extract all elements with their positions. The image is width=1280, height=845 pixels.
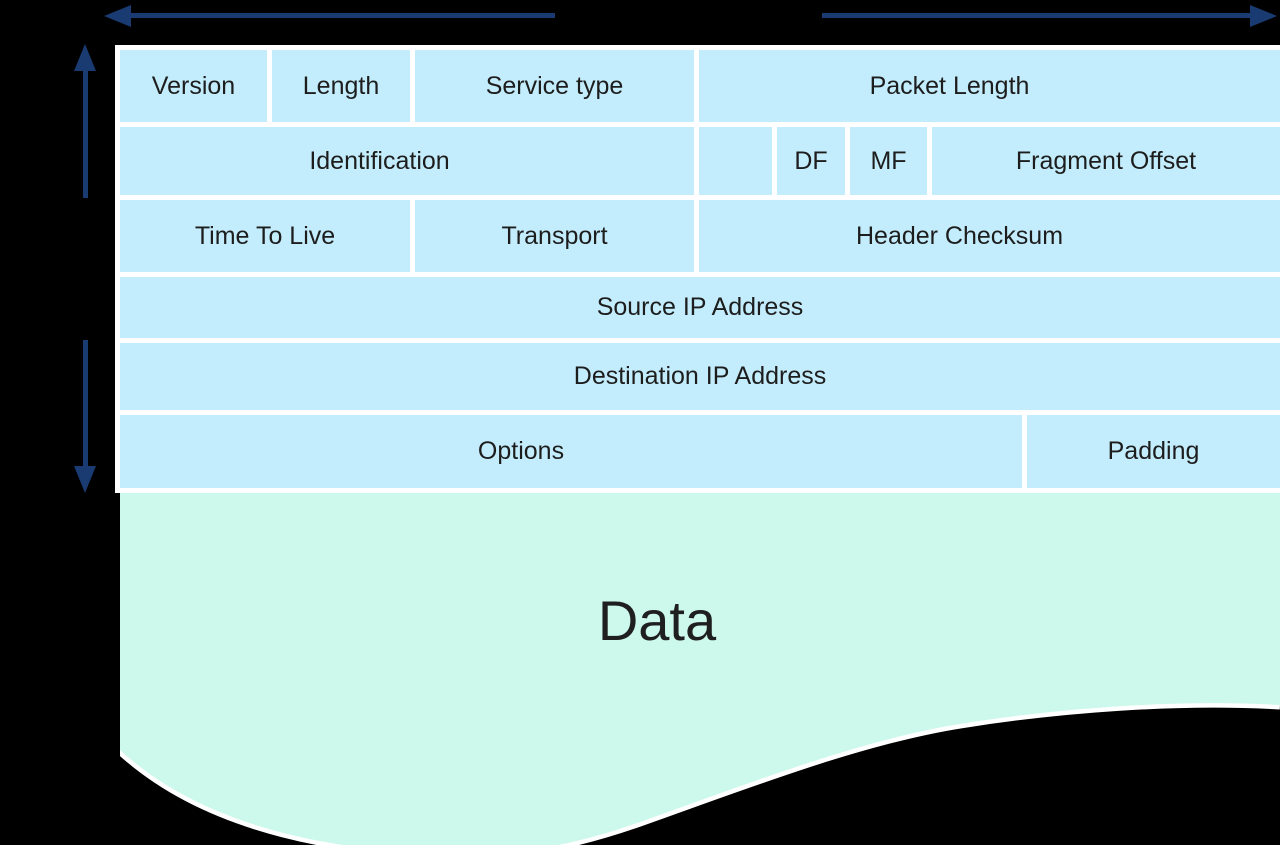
field-source-ip-address: Source IP Address [120,277,1280,338]
arrow-line [83,66,88,198]
arrow-up-icon [74,44,96,71]
field-options: Options [120,415,1022,488]
payload-fill [120,493,1280,845]
field-mf-flag: MF [850,127,927,195]
field-transport: Transport [415,200,694,272]
field-destination-ip-address: Destination IP Address [120,343,1280,410]
field-identification: Identification [120,127,694,195]
arrow-line [822,13,1252,18]
field-version: Version [120,50,267,122]
field-flags-reserved [699,127,772,195]
field-df-flag: DF [777,127,845,195]
field-length: Length [272,50,410,122]
payload-label: Data [597,589,717,652]
field-packet-length: Packet Length [699,50,1280,122]
field-header-checksum: Header Checksum [699,200,1280,272]
field-padding: Padding [1027,415,1280,488]
arrow-line [83,340,88,468]
field-fragment-offset: Fragment Offset [932,127,1280,195]
arrow-left-icon [104,5,131,27]
field-time-to-live: Time To Live [120,200,410,272]
arrow-down-icon [74,466,96,493]
arrow-right-icon [1250,5,1277,27]
payload-region [120,493,1280,845]
field-service-type: Service type [415,50,694,122]
arrow-line [126,13,555,18]
ip-header-table: Version Length Service type Packet Lengt… [115,45,1280,493]
